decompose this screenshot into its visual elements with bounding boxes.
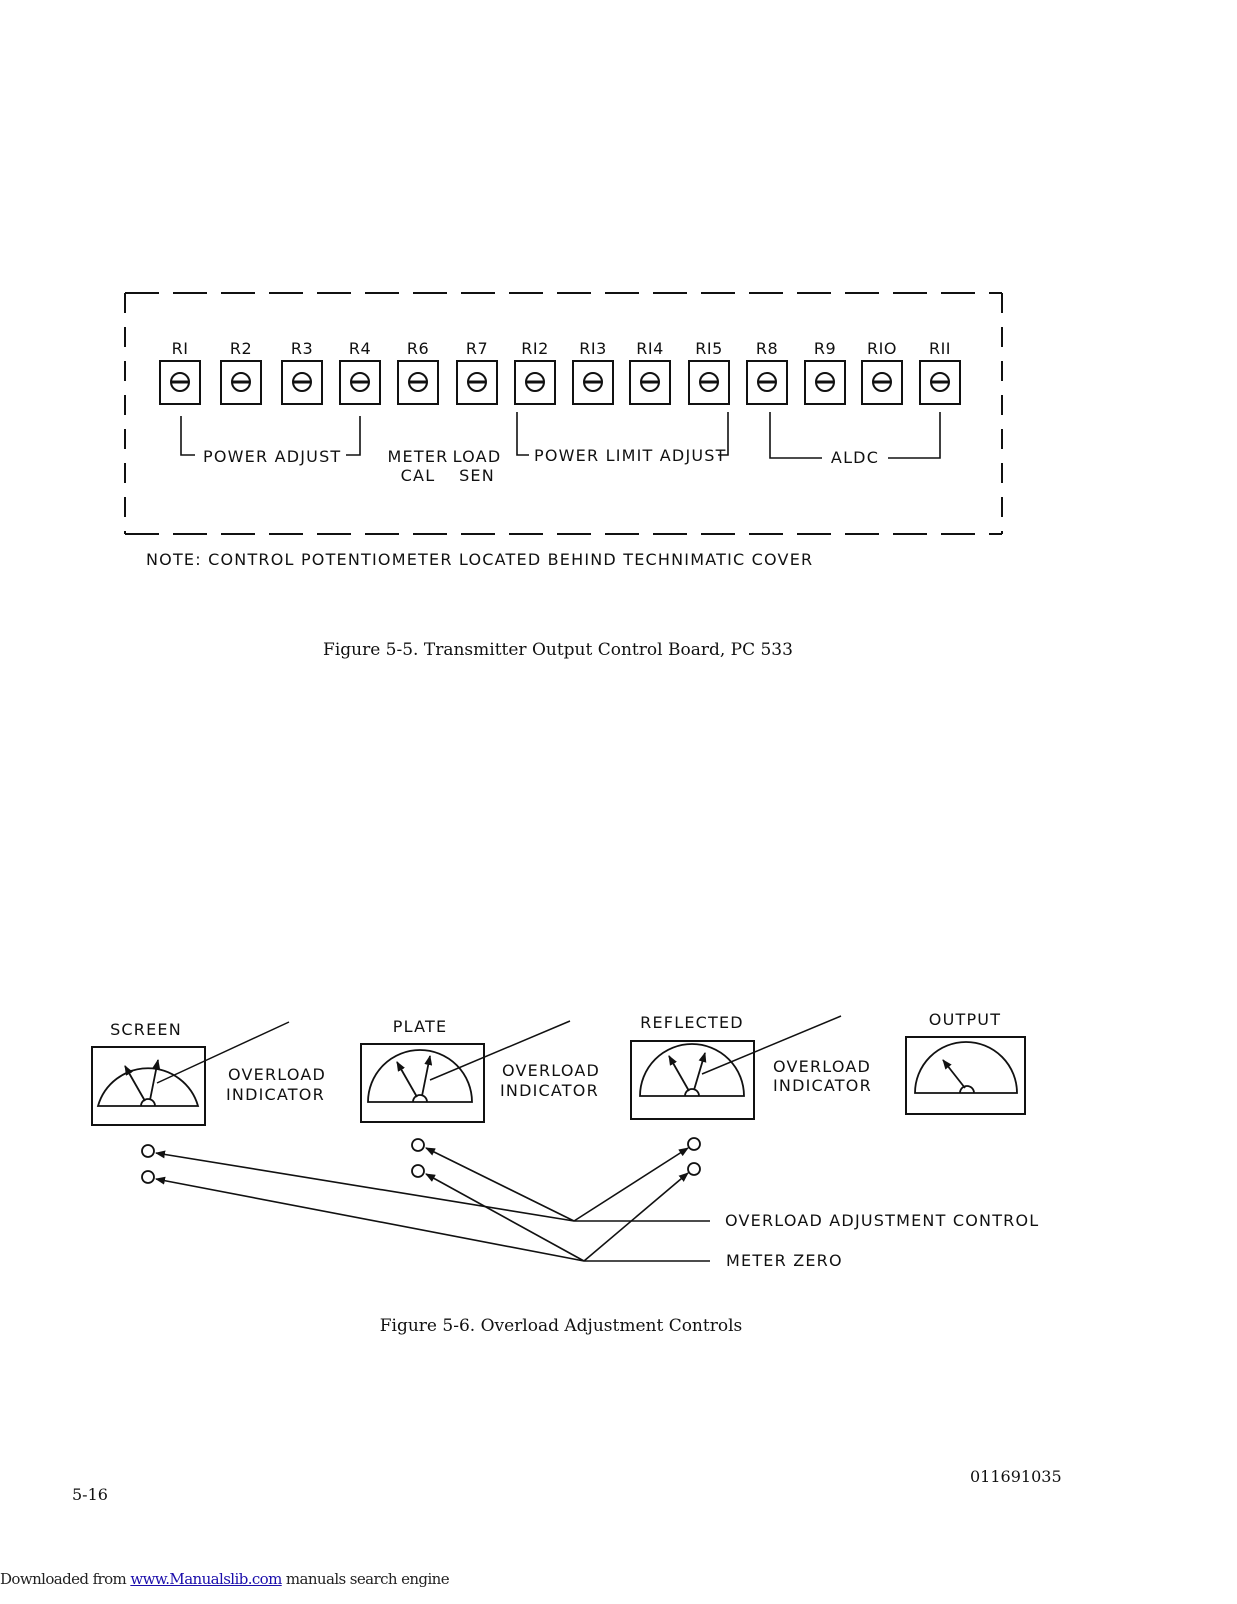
potentiometer-housing	[861, 360, 903, 405]
potentiometer: RI3	[572, 339, 614, 405]
control-board-diagram: RI R2 R3 R4 R6 R7 RI2 RI3 RI4 RI5 R8 R9 RIO RII POWER…	[124, 292, 1003, 569]
potentiometer: R2	[220, 339, 262, 405]
potentiometer: RI4	[629, 339, 671, 405]
cal-label: CAL	[401, 466, 436, 485]
potentiometer-label: RI4	[636, 339, 664, 358]
potentiometer: RI	[159, 339, 201, 405]
potentiometer-housing	[572, 360, 614, 405]
screen-overload-label: OVERLOAD	[228, 1065, 326, 1084]
potentiometer-label: RIO	[867, 339, 897, 358]
board-outline	[124, 292, 1003, 535]
group-brackets	[180, 412, 941, 459]
potentiometer: R3	[281, 339, 323, 405]
screen-indicator-label: INDICATOR	[226, 1085, 325, 1104]
potentiometer-housing	[220, 360, 262, 405]
potentiometer-label: RI5	[695, 339, 723, 358]
potentiometer-label: R4	[349, 339, 371, 358]
potentiometer-label: RII	[929, 339, 951, 358]
screen-overload-control-knob	[141, 1144, 155, 1158]
meter-zero-label: METER ZERO	[726, 1251, 843, 1270]
potentiometer-housing	[159, 360, 201, 405]
potentiometer-label: RI	[172, 339, 189, 358]
potentiometer: RI2	[514, 339, 556, 405]
page-number: 5-16	[72, 1485, 108, 1504]
reflected-overload-control-knob	[687, 1137, 701, 1151]
plate-overload-label: OVERLOAD	[502, 1061, 600, 1080]
meter-label: METER	[388, 447, 449, 466]
potentiometer: RII	[919, 339, 961, 405]
potentiometer-label: RI3	[579, 339, 607, 358]
reflected-overload-label: OVERLOAD	[773, 1057, 871, 1076]
plate-meter-label: PLATE	[393, 1017, 448, 1036]
potentiometer-label: RI2	[521, 339, 549, 358]
potentiometer: R7	[456, 339, 498, 405]
overload-controls-diagram: SCREEN OVERLOAD INDICATOR PLATE OVERLOAD…	[91, 1010, 1039, 1270]
plate-overload-control-knob	[411, 1138, 425, 1152]
footer-prefix: Downloaded from	[0, 1570, 131, 1588]
potentiometer-housing	[456, 360, 498, 405]
sen-label: SEN	[459, 466, 495, 485]
download-footer: Downloaded from www.Manualslib.com manua…	[0, 1570, 450, 1588]
plate-indicator-label: INDICATOR	[500, 1081, 599, 1100]
load-label: LOAD	[453, 447, 502, 466]
potentiometer-housing	[629, 360, 671, 405]
potentiometer-housing	[919, 360, 961, 405]
reflected-meter: REFLECTED OVERLOAD INDICATOR	[630, 1013, 872, 1120]
potentiometer-label: R2	[230, 339, 252, 358]
potentiometer-row: RI R2 R3 R4 R6 R7 RI2 RI3 RI4 RI5 R8 R9 RIO RII	[159, 339, 961, 405]
reflected-meter-zero-knob	[687, 1162, 701, 1176]
potentiometer-housing	[804, 360, 846, 405]
adjustment-knobs	[141, 1137, 701, 1184]
power-limit-adjust-label: POWER LIMIT ADJUST	[534, 446, 727, 465]
potentiometer-label: R7	[466, 339, 488, 358]
figure-5-5-caption: Figure 5-5. Transmitter Output Control B…	[323, 640, 793, 660]
potentiometer-housing	[746, 360, 788, 405]
plate-meter-zero-knob	[411, 1164, 425, 1178]
potentiometer-label: R8	[756, 339, 778, 358]
screen-meter-label: SCREEN	[110, 1020, 182, 1039]
potentiometer-label: R3	[291, 339, 313, 358]
potentiometer-housing	[339, 360, 381, 405]
potentiometer-housing	[281, 360, 323, 405]
potentiometer-housing	[688, 360, 730, 405]
potentiometer-label: R9	[814, 339, 836, 358]
potentiometer: R6	[397, 339, 439, 405]
footer-suffix: manuals search engine	[281, 1570, 450, 1588]
reflected-indicator-label: INDICATOR	[773, 1076, 872, 1095]
figure-5-6-caption: Figure 5-6. Overload Adjustment Controls	[380, 1316, 743, 1336]
potentiometer-housing	[397, 360, 439, 405]
overload-adjustment-control-label: OVERLOAD ADJUSTMENT CONTROL	[725, 1211, 1039, 1230]
aldc-label: ALDC	[831, 448, 879, 467]
manualslib-link[interactable]: www.Manualslib.com	[130, 1570, 282, 1588]
potentiometer: R8	[746, 339, 788, 405]
potentiometer-label: R6	[407, 339, 429, 358]
potentiometer: RIO	[861, 339, 903, 405]
screen-meter: SCREEN OVERLOAD INDICATOR	[91, 1020, 326, 1126]
plate-meter: PLATE OVERLOAD INDICATOR	[360, 1017, 600, 1123]
power-adjust-label: POWER ADJUST	[203, 447, 341, 466]
potentiometer-housing	[514, 360, 556, 405]
output-meter-label: OUTPUT	[929, 1010, 1001, 1029]
document-number: 011691035	[970, 1467, 1062, 1486]
callout-leaders	[155, 1147, 710, 1262]
note-text: NOTE: CONTROL POTENTIOMETER LOCATED BEHI…	[146, 550, 813, 569]
potentiometer: R4	[339, 339, 381, 405]
screen-meter-zero-knob	[141, 1170, 155, 1184]
potentiometer: R9	[804, 339, 846, 405]
output-meter: OUTPUT	[905, 1010, 1026, 1115]
potentiometer: RI5	[688, 339, 730, 405]
reflected-meter-label: REFLECTED	[640, 1013, 744, 1032]
